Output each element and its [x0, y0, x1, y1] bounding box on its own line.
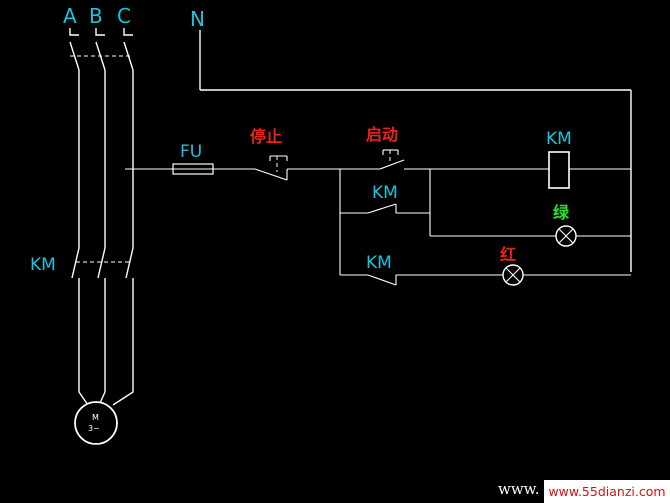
start-label: 启动: [366, 125, 398, 144]
phase-c-label: C: [117, 4, 131, 28]
neutral-wire: [199, 30, 632, 272]
km-hold-label: KM: [372, 183, 398, 203]
red-lamp: [502, 264, 524, 286]
control-circuit: [125, 149, 631, 286]
km-aux-label: KM: [366, 253, 392, 273]
watermark-url[interactable]: www.55dianzi.com: [544, 480, 670, 503]
phase-lines: [78, 70, 134, 248]
motor-m-label: M: [92, 413, 99, 422]
watermark-prefix: www. d: [498, 480, 554, 498]
red-lamp-label: 红: [500, 245, 516, 264]
km-main-label: KM: [30, 255, 56, 275]
km-coil-label: KM: [546, 129, 572, 149]
motor-circle: [74, 401, 118, 445]
start-contact: [379, 159, 405, 170]
motor-feed-lines: [78, 278, 134, 406]
km-hold-contact: [367, 203, 397, 214]
km-coil: [548, 151, 570, 189]
isolator-switch: [69, 28, 134, 71]
phase-a-label: A: [63, 4, 77, 28]
motor: M 3~: [74, 401, 118, 445]
green-lamp-label: 绿: [553, 203, 570, 222]
fuse-label: FU: [180, 142, 202, 162]
km-main-contacts: [71, 247, 134, 279]
stop-contact: [254, 168, 288, 181]
km-aux-contact: [367, 274, 397, 286]
stop-label: 停止: [250, 127, 282, 146]
motor-phase-label: 3~: [88, 424, 100, 433]
green-lamp: [555, 225, 577, 247]
phase-b-label: B: [89, 4, 103, 28]
neutral-label: N: [190, 7, 205, 31]
